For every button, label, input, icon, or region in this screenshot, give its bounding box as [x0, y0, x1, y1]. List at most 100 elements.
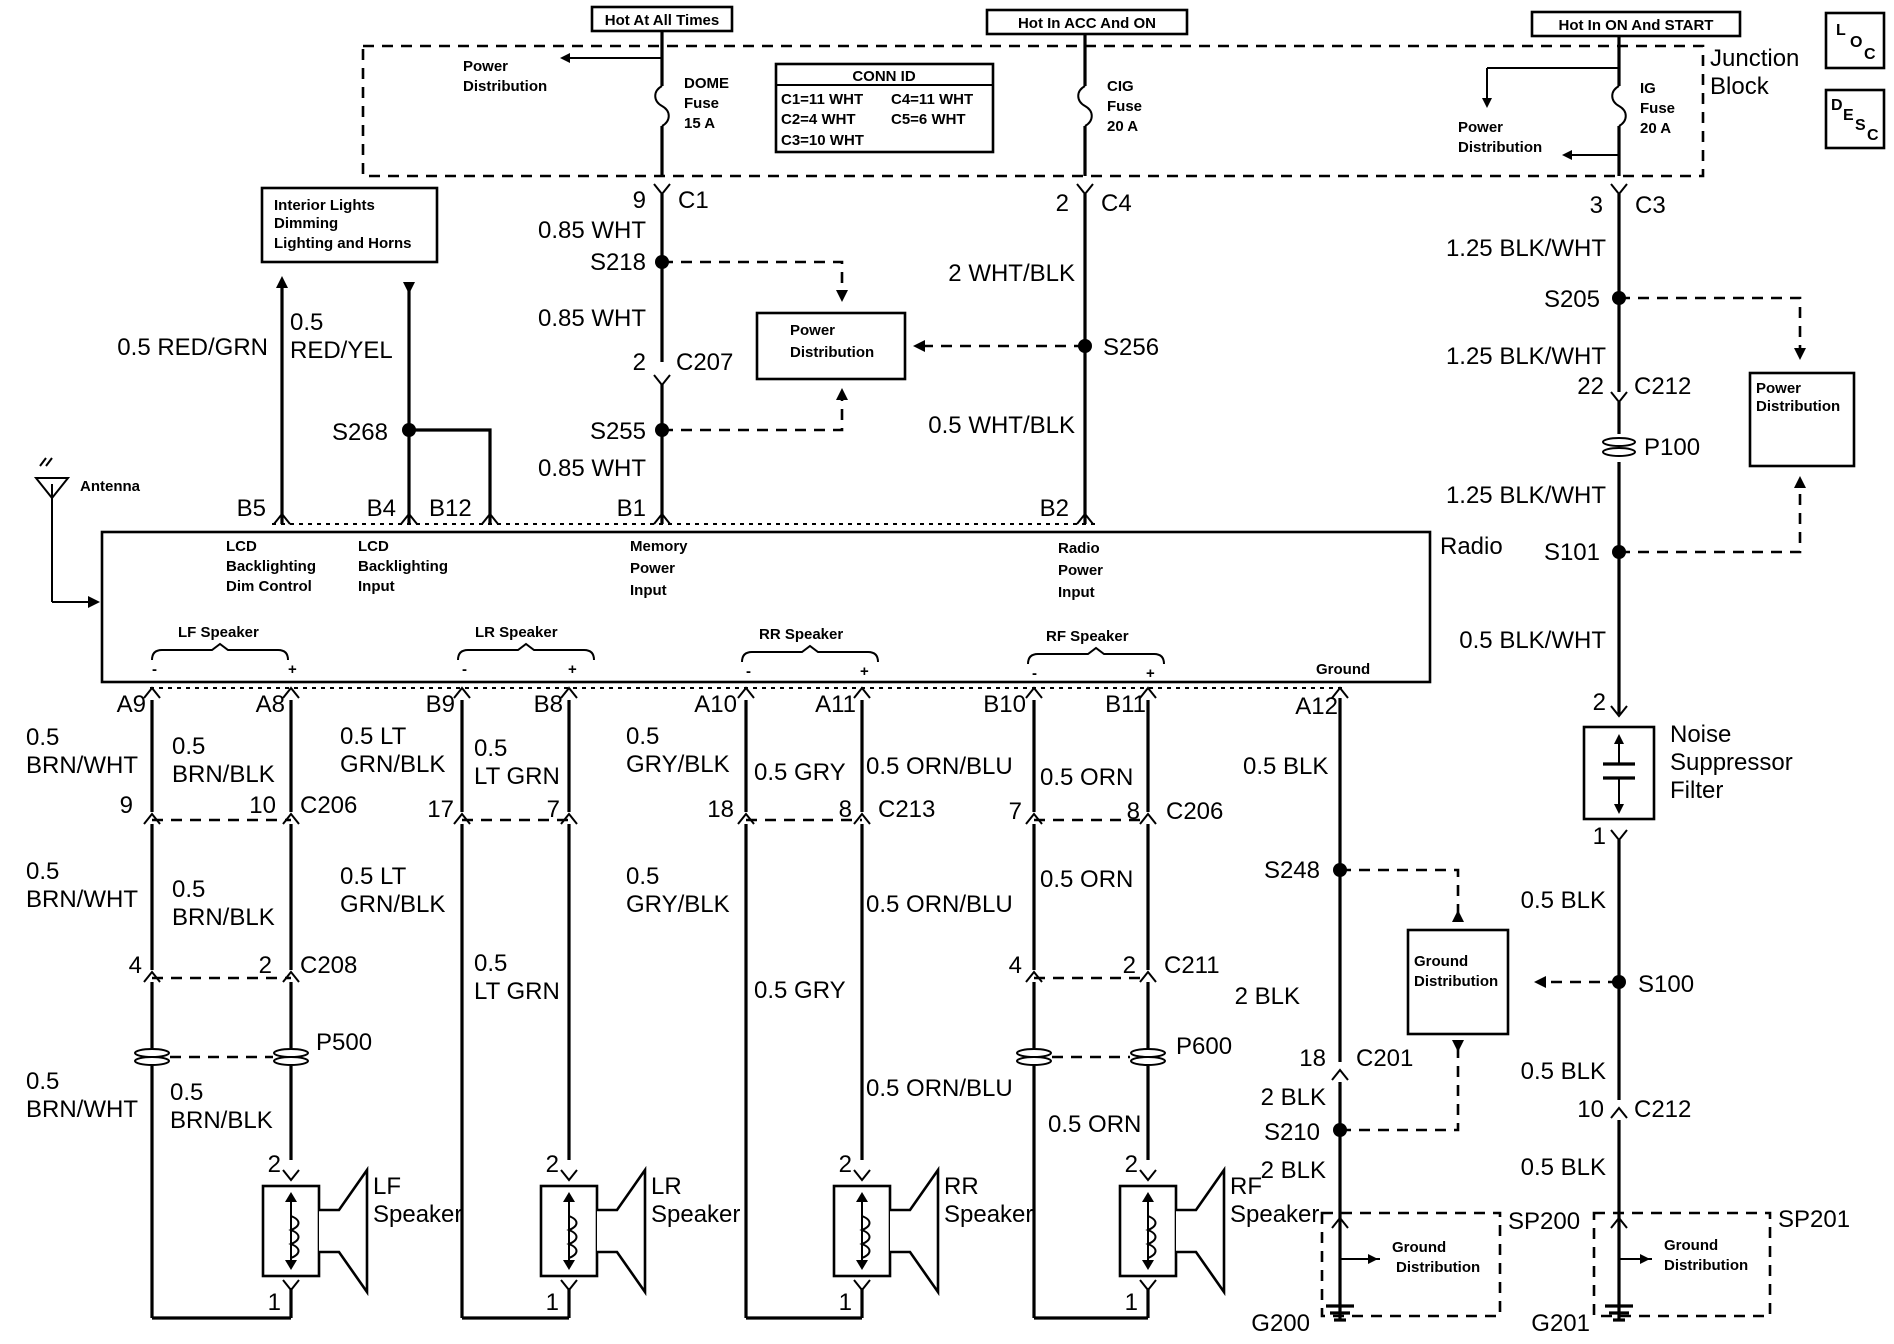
svg-text:2 BLK: 2 BLK — [1261, 1157, 1326, 1184]
svg-text:2: 2 — [1056, 190, 1069, 217]
antenna-icon: Antenna — [33, 457, 141, 608]
svg-text:Power: Power — [463, 58, 508, 75]
svg-text:0.85 WHT: 0.85 WHT — [538, 305, 646, 332]
noise-suppressor-filter: 2 1 Noise Suppressor Filter — [1582, 689, 1793, 850]
svg-text:Dim Control: Dim Control — [226, 578, 312, 595]
svg-text:0.5: 0.5 — [26, 858, 59, 885]
svg-text:0.5 ORN: 0.5 ORN — [1040, 764, 1133, 791]
svg-text:G200: G200 — [1251, 1310, 1310, 1337]
svg-text:3: 3 — [1590, 192, 1603, 219]
svg-text:SP200: SP200 — [1508, 1208, 1580, 1235]
speaker-wire-labels: 0.5 BRN/WHT 0.5 BRN/BLK 0.5 LT GRN/BLK 0… — [26, 723, 1328, 1138]
cig-fuse-circuit: CIG Fuse 20 A — [1077, 34, 1142, 176]
svg-text:DOME: DOME — [684, 75, 729, 92]
conn-id-table: CONN ID C1=11 WHT C4=11 WHT C2=4 WHT C5=… — [774, 62, 995, 154]
svg-text:Distribution: Distribution — [463, 78, 547, 95]
svg-text:Fuse: Fuse — [1107, 98, 1142, 115]
svg-text:Distribution: Distribution — [1756, 398, 1840, 415]
svg-text:LT GRN: LT GRN — [474, 978, 560, 1005]
svg-text:LF Speaker: LF Speaker — [178, 624, 259, 641]
svg-text:0.5 LT: 0.5 LT — [340, 723, 407, 750]
svg-text:LCD: LCD — [226, 538, 257, 555]
svg-text:CONN ID: CONN ID — [852, 68, 916, 85]
svg-text:0.5: 0.5 — [474, 735, 507, 762]
svg-text:C201: C201 — [1356, 1045, 1413, 1072]
interior-lights-dimming-box: Interior Lights Dimming Lighting and Hor… — [260, 186, 439, 264]
svg-text:RR Speaker: RR Speaker — [759, 626, 843, 643]
radio-ground-circuit: S248 18 C201 2 BLK S210 2 BLK — [1261, 686, 1464, 1320]
svg-text:Power: Power — [790, 322, 835, 339]
junction-connectors: 9 C1 2 C4 3 C3 — [633, 183, 1666, 219]
svg-text:Input: Input — [1058, 584, 1095, 601]
desc-badge[interactable]: D E S C — [1824, 88, 1886, 150]
svg-text:1: 1 — [546, 1289, 559, 1316]
svg-text:4: 4 — [1009, 952, 1022, 979]
connector-p100 — [1602, 437, 1636, 447]
ground-distribution-box: Ground Distribution — [1406, 928, 1510, 1036]
svg-text:Interior Lights: Interior Lights — [274, 197, 375, 214]
svg-text:BRN/WHT: BRN/WHT — [26, 752, 138, 779]
svg-text:Dimming: Dimming — [274, 215, 338, 232]
svg-text:LR: LR — [651, 1173, 682, 1200]
svg-text:1: 1 — [268, 1289, 281, 1316]
svg-text:Noise: Noise — [1670, 721, 1731, 748]
radio-unit: Radio LCD Backlighting Dim Control LCD B… — [100, 530, 1503, 684]
svg-text:20 A: 20 A — [1107, 118, 1138, 135]
lcd-backlight-input-circuit: S268 — [332, 282, 492, 524]
filter-ground-circuit: 0.5 BLK S100 0.5 BLK 10 C212 0.5 BLK — [1521, 840, 1694, 1320]
svg-text:Distribution: Distribution — [1458, 139, 1542, 156]
svg-text:D: D — [1831, 97, 1843, 114]
svg-text:C4: C4 — [1101, 190, 1132, 217]
svg-text:RED/YEL: RED/YEL — [290, 337, 393, 364]
svg-text:10: 10 — [249, 792, 276, 819]
svg-text:0.5 BLK: 0.5 BLK — [1243, 753, 1328, 780]
svg-text:LR Speaker: LR Speaker — [475, 624, 558, 641]
svg-text:C: C — [1864, 46, 1876, 63]
svg-text:Fuse: Fuse — [1640, 100, 1675, 117]
svg-text:-: - — [1032, 665, 1037, 682]
svg-text:0.5 GRY: 0.5 GRY — [754, 977, 846, 1004]
svg-text:B2: B2 — [1040, 495, 1069, 522]
svg-text:0.5: 0.5 — [170, 1079, 203, 1106]
radio-power-circuit: 2 WHT/BLK S256 0.5 WHT/BLK — [913, 194, 1159, 524]
junction-block-outline — [361, 44, 1705, 178]
svg-text:P100: P100 — [1644, 434, 1700, 461]
svg-text:0.5 ORN: 0.5 ORN — [1040, 866, 1133, 893]
svg-text:Speaker: Speaker — [651, 1201, 740, 1228]
svg-text:O: O — [1850, 34, 1862, 51]
svg-text:S101: S101 — [1544, 539, 1600, 566]
svg-text:0.5 LT: 0.5 LT — [340, 863, 407, 890]
svg-text:C212: C212 — [1634, 1096, 1691, 1123]
svg-text:Filter: Filter — [1670, 777, 1723, 804]
svg-text:+: + — [288, 661, 297, 678]
svg-text:C213: C213 — [878, 796, 935, 823]
svg-text:Speaker: Speaker — [1230, 1201, 1319, 1228]
svg-text:0.5 BLK: 0.5 BLK — [1521, 1154, 1606, 1181]
svg-text:GRY/BLK: GRY/BLK — [626, 891, 730, 918]
svg-text:0.5: 0.5 — [626, 863, 659, 890]
svg-text:C208: C208 — [300, 952, 357, 979]
svg-text:RR: RR — [944, 1173, 979, 1200]
loc-badge[interactable]: L O C — [1824, 11, 1886, 70]
svg-text:7: 7 — [547, 796, 560, 823]
svg-text:IG: IG — [1640, 80, 1656, 97]
svg-text:Distribution: Distribution — [1414, 973, 1498, 990]
svg-text:S248: S248 — [1264, 857, 1320, 884]
svg-text:C3=10 WHT: C3=10 WHT — [781, 132, 864, 149]
svg-text:S218: S218 — [590, 249, 646, 276]
svg-text:0.5 GRY: 0.5 GRY — [754, 759, 846, 786]
svg-text:15 A: 15 A — [684, 115, 715, 132]
svg-text:2: 2 — [268, 1151, 281, 1178]
svg-text:LT GRN: LT GRN — [474, 763, 560, 790]
svg-text:17: 17 — [427, 796, 454, 823]
svg-text:B8: B8 — [534, 691, 563, 718]
svg-text:C211: C211 — [1164, 952, 1220, 979]
svg-text:G201: G201 — [1531, 1310, 1590, 1337]
svg-text:C: C — [1867, 127, 1879, 144]
junction-block-label: Junction — [1710, 45, 1799, 72]
feed-hot-in-acc-and-on: Hot In ACC And ON — [985, 8, 1189, 36]
svg-text:Suppressor: Suppressor — [1670, 749, 1793, 776]
